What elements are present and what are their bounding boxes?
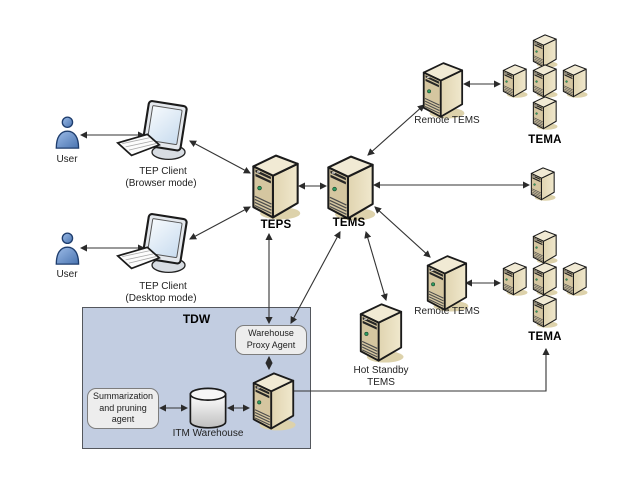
- tema-node: [532, 96, 558, 130]
- tep-client-browser-icon: [116, 100, 189, 161]
- tema-bottom-label: TEMA: [528, 331, 562, 343]
- tema-node: [562, 262, 588, 296]
- tema-node: [562, 64, 588, 98]
- tema-node: [532, 34, 558, 68]
- tema-node: [532, 64, 558, 98]
- hot-standby-tems-server: [359, 303, 404, 363]
- summarization-pruning-agent-label: Summarization and pruning agent: [92, 390, 154, 425]
- link-tems-remote-tems-top: [367, 104, 425, 156]
- warehouse-proxy-agent-box: Warehouse Proxy Agent: [235, 325, 307, 355]
- tema-node: [532, 262, 558, 296]
- hot-standby-tems-label: Hot Standby TEMS: [353, 365, 409, 389]
- tema-node: [532, 294, 558, 328]
- warehouse-proxy-agent-label: Warehouse Proxy Agent: [246, 328, 296, 350]
- tdw-title: TDW: [182, 312, 211, 326]
- remote-tems-top-label: Remote TEMS: [414, 115, 480, 126]
- agent-server-right: [530, 167, 556, 201]
- tep-client-desktop-mode: (Desktop mode): [125, 293, 197, 304]
- user-top-icon: [55, 116, 80, 149]
- tep-client-browser-label: TEP Client: [139, 166, 187, 177]
- user-bottom-label: User: [56, 269, 78, 280]
- link-tdw-server-tema-bottom: [294, 347, 550, 392]
- itm-warehouse-label: ITM Warehouse: [172, 428, 244, 439]
- tep-client-desktop-icon: [116, 213, 189, 274]
- teps-server: [252, 154, 301, 220]
- teps-label: TEPS: [260, 219, 292, 231]
- link-client-desktop-teps: [189, 206, 251, 240]
- tems-label: TEMS: [332, 217, 366, 229]
- user-bottom-icon: [55, 232, 80, 265]
- tema-bottom-cluster: [502, 230, 588, 328]
- link-tems-hot-standby: [364, 230, 388, 302]
- tems-server: [327, 155, 376, 221]
- user-top-label: User: [56, 154, 78, 165]
- remote-tems-top-server: [422, 62, 465, 119]
- link-tems-remote-tems-bottom: [374, 206, 431, 258]
- tema-top-cluster: [502, 34, 588, 130]
- tema-top-label: TEMA: [528, 134, 562, 146]
- tep-client-desktop-label: TEP Client: [139, 281, 187, 292]
- remote-tems-bottom-server: [426, 255, 469, 312]
- link-client-browser-teps: [189, 140, 251, 174]
- tema-node: [532, 230, 558, 264]
- tep-client-browser-mode: (Browser mode): [125, 178, 197, 189]
- remote-tems-bottom-label: Remote TEMS: [414, 306, 480, 317]
- tema-node: [502, 64, 528, 98]
- summarization-pruning-agent-box: Summarization and pruning agent: [87, 388, 159, 429]
- tema-node: [502, 262, 528, 296]
